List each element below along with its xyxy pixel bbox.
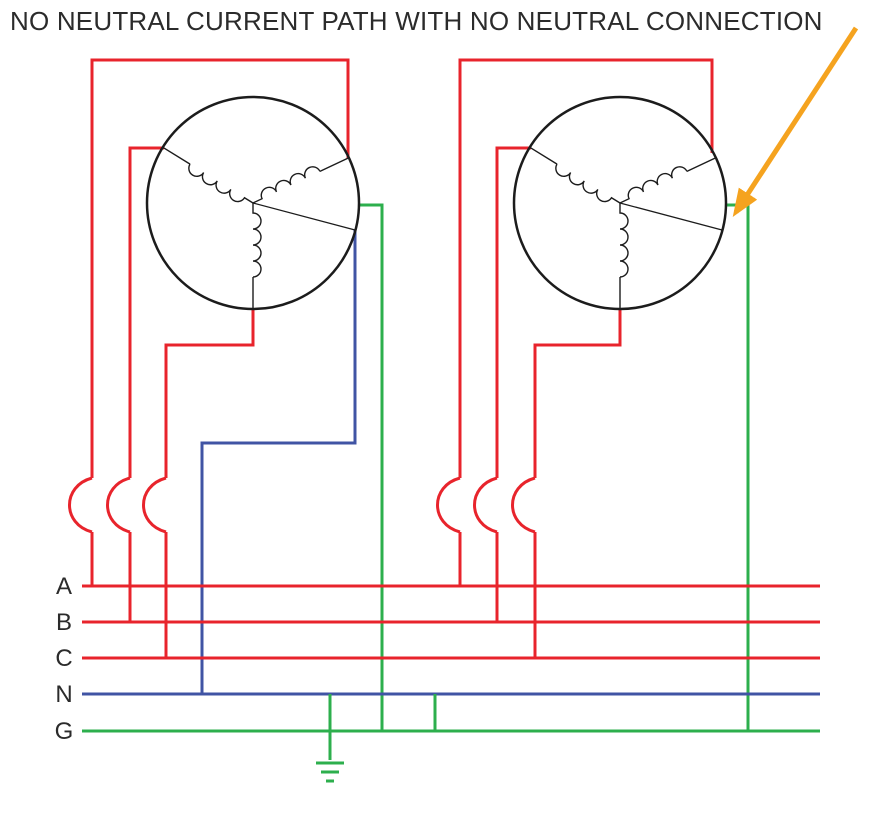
wye-meter-unit-right [436, 58, 750, 731]
ct-symbol [106, 476, 131, 534]
ct-symbol [68, 476, 93, 534]
neutral-wire-left [200, 230, 357, 694]
winding-coil-upper-left [524, 146, 621, 211]
ct-symbol [142, 476, 167, 534]
phase-b-wire-right [495, 146, 531, 478]
bus-label-b: B [56, 609, 72, 636]
winding-coil-upper-right [615, 149, 717, 204]
phase-a-wire-right [458, 58, 714, 478]
winding-coil-upper-left [157, 146, 254, 211]
wye-meter-unit-left [68, 58, 384, 731]
bus-label-a: A [56, 573, 72, 600]
bus-label-n: N [55, 681, 72, 708]
wye-winding-circle-left [145, 95, 361, 311]
phase-c-wire-right [533, 309, 622, 478]
bus-label-c: C [55, 645, 72, 672]
ground-wire-right [726, 203, 750, 731]
ct-symbol [436, 476, 461, 534]
callout-arrow-icon [732, 26, 859, 218]
earth-ground-symbol [316, 694, 344, 783]
neutral-point-lead [252, 202, 356, 231]
ground-wire-left [359, 203, 384, 731]
diagram-title: NO NEUTRAL CURRENT PATH WITH NO NEUTRAL … [10, 6, 823, 36]
bus-label-g: G [55, 718, 74, 745]
unconnected-neutral-lead [619, 202, 723, 231]
winding-coil-bottom [619, 202, 629, 310]
ct-symbol [473, 476, 498, 534]
winding-coil-upper-right [248, 149, 350, 204]
winding-coil-bottom [252, 202, 262, 310]
phase-b-wire-left [128, 146, 164, 478]
ct-symbol [511, 476, 536, 534]
bus-lines: A B C N G [55, 573, 820, 745]
wye-winding-circle-right [512, 95, 728, 311]
phase-a-wire-left [90, 58, 350, 478]
phase-c-wire-left [164, 309, 255, 478]
